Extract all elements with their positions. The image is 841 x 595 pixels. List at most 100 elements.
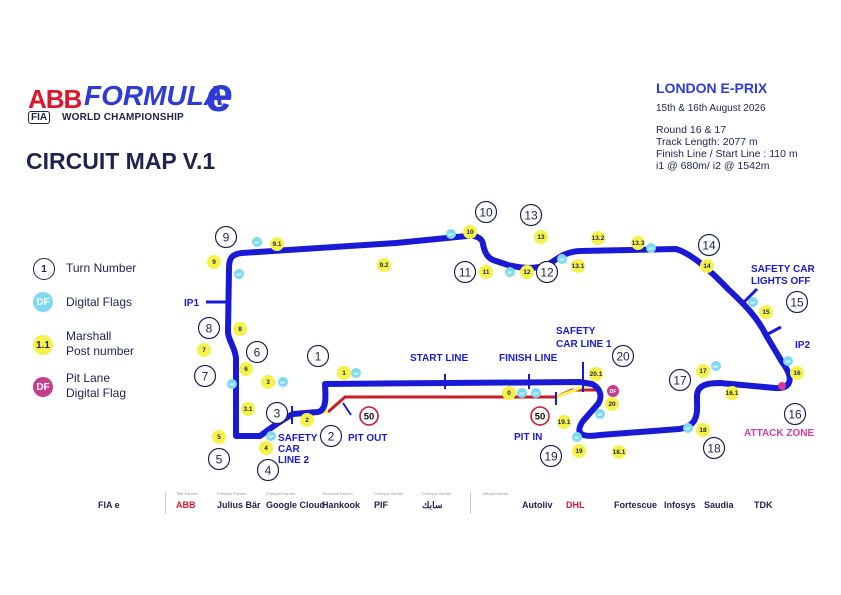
marshal-post: 20.1 [589,367,603,381]
sponsor-logo: ABB [176,500,196,510]
turn-number: 10 [474,200,498,224]
marshal-post: 16.1 [725,386,739,400]
marshal-post-label: 10 [466,229,474,236]
sponsor-caption: Principal Partner [422,491,452,496]
turn-number-label: 7 [202,370,209,384]
pit-lane-flag-icon: DF [607,385,619,397]
legend-pit-flag-symbol: DF [33,377,53,397]
sponsor-caption: Principal Partner [374,491,404,496]
marshal-post: 3.1 [241,402,255,416]
marshal-post-label: 12 [523,269,531,276]
marshal-post-label: 4 [264,445,268,452]
sponsor-logo: PIF [374,500,389,510]
sponsor-caption: Technical Partner [322,491,353,496]
svg-text:DF: DF [353,371,359,376]
turn-number-label: 15 [790,296,804,310]
digital-flag-icon: DF [646,243,656,253]
marshal-post-label: 13 [537,234,545,241]
marshal-post-label: 19 [575,448,583,455]
digital-flag-icon: DF [227,379,237,389]
digital-flag-icon: DF [531,388,541,398]
marshal-post: 9.2 [377,258,391,272]
digital-flag-icon: DF [505,267,515,277]
turn-number: 5 [207,447,231,471]
marshal-post-label: 13.3 [632,240,645,247]
marshal-post-label: 9.2 [379,262,388,269]
turn-number: 7 [193,364,217,388]
svg-text:DF: DF [713,364,719,369]
turn-number: 19 [539,444,563,468]
track-label: PIT OUT [348,433,387,444]
turn-number: 11 [453,260,477,284]
digital-flag-icon: DF [278,377,288,387]
digital-flag-icon: DF [351,368,361,378]
turn-number-label: 20 [616,350,630,364]
track-label: SAFETY [556,326,596,337]
marshal-post-label: 8 [238,326,242,333]
event-title: LONDON E-PRIX [656,80,768,96]
marshal-post: 5 [212,430,226,444]
legend-digital-flag-symbol: DF [33,292,53,312]
digital-flag-icon: DF [557,254,567,264]
marshal-post: 18 [696,423,710,437]
svg-text:DF: DF [559,257,565,262]
marshal-post: 15 [759,305,773,319]
marshal-post: 17 [696,364,710,378]
legend-pit-flag-label: Pit Lane Digital Flag [66,371,127,400]
event-date: 15th & 16th August 2026 [656,103,766,114]
digital-flag-icon: DF [517,388,527,398]
svg-text:DF: DF [685,426,691,431]
marshal-post: 16 [790,366,804,380]
marshal-post-label: 20.1 [590,371,603,378]
sponsor-logo: Hankook [322,500,361,510]
svg-text:DF: DF [785,359,791,364]
track-label: ATTACK ZONE [744,428,815,439]
track-label: FINISH LINE [499,353,558,364]
track-label: IP1 [184,298,199,309]
svg-text:DF: DF [648,246,654,251]
marshal-post-label: 6 [244,366,248,373]
turn-number-label: 10 [479,206,493,220]
track-label: PIT IN [514,432,542,443]
marshal-post-label: 17 [699,368,707,375]
event-info-finish: Finish Line / Start Line : 110 m [656,148,798,160]
marshal-post: 1 [337,366,351,380]
marshal-post-label: 3 [266,379,270,386]
svg-text:DF: DF [519,391,525,396]
marshal-post: 13.2 [591,231,605,245]
svg-text:DF: DF [597,412,603,417]
pit-out-marker [342,402,352,416]
marshal-post: 4 [259,441,273,455]
track-label: LIGHTS OFF [751,276,810,287]
turn-number: 1 [306,344,330,368]
digital-flag-icon: DF [711,361,721,371]
sponsor-logo: سابك [422,500,443,510]
turn-number: 4 [256,458,280,482]
legend-marshal-label: Marshall Post number [66,329,135,358]
digital-flag-icon: DF [234,269,244,279]
svg-text:DF: DF [268,434,274,439]
track-label: IP2 [795,340,810,351]
digital-flag-icon: DF [783,356,793,366]
marshal-post: 14 [700,259,714,273]
sc-lights-off-marker [742,287,759,304]
marshal-post: 19 [572,444,586,458]
marshal-post: 10 [463,225,477,239]
turn-number: 12 [535,260,559,284]
turn-number-label: 14 [702,239,716,253]
turn-number: 14 [697,233,721,257]
championship-text: WORLD CHAMPIONSHIP [62,112,184,123]
turn-number-label: 5 [216,453,223,467]
digital-flag-icon: DF [748,297,758,307]
sponsor-divider [470,492,471,514]
speed-limit-sign: 50 [530,406,550,426]
legend-turn-symbol: 1 [33,258,55,280]
turn-number-label: 8 [206,322,213,336]
marshal-post-label: 18.1 [613,449,626,456]
track-label: SAFETY [278,433,318,444]
turn-number: 17 [668,368,692,392]
marshal-post-label: 16.1 [726,390,739,397]
